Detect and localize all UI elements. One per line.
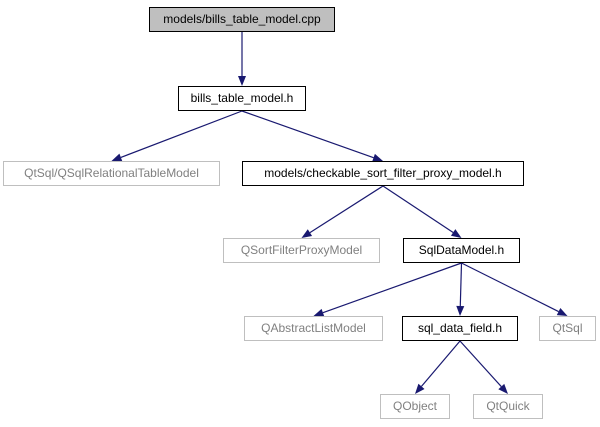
node-qsqlrelationaltablemodel[interactable]: QtSql/QSqlRelationalTableModel	[3, 161, 220, 186]
node-sql-data-field-h[interactable]: sql_data_field.h	[402, 316, 518, 341]
node-bills-table-model-h[interactable]: bills_table_model.h	[178, 86, 306, 111]
arrowhead-qabstractlistmodel	[313, 308, 325, 317]
arrowhead-qtsql	[556, 307, 568, 316]
arrowhead-qsqlrelationaltablemodel	[111, 153, 123, 162]
edge-checkable_sort_filter_proxy_model_h-to-sqldatamodel_h	[382, 185, 454, 233]
node-qabstractlistmodel[interactable]: QAbstractListModel	[244, 316, 383, 341]
node-sqldatamodel-h[interactable]: SqlDataModel.h	[403, 238, 520, 263]
arrowhead-qsortfilterproxymodel	[301, 229, 313, 238]
node-qtsql[interactable]: QtSql	[539, 316, 596, 341]
edge-sql_data_field_h-to-qtquick	[459, 340, 502, 387]
edge-checkable_sort_filter_proxy_model_h-to-qsortfilterproxymodel	[309, 185, 384, 234]
edge-sqldatamodel_h-to-qabstractlistmodel	[322, 262, 462, 314]
arrowhead-sqldatamodel_h	[450, 229, 462, 238]
node-qtquick[interactable]: QtQuick	[473, 394, 543, 419]
edge-bills_table_model_h-to-checkable_sort_filter_proxy_model_h	[241, 110, 374, 159]
arrowhead-bills_table_model_h	[238, 76, 246, 86]
arrowhead-checkable_sort_filter_proxy_model_h	[372, 153, 383, 162]
arrowhead-qtquick	[498, 383, 508, 394]
node-qobject[interactable]: QObject	[380, 394, 450, 419]
edge-sqldatamodel_h-to-sql_data_field_h	[459, 262, 463, 307]
edge-sqldatamodel_h-to-qtsql	[461, 262, 559, 313]
node-bills-table-model-cpp[interactable]: models/bills_table_model.cpp	[149, 7, 335, 32]
edge-bills_table_model_h-to-qsqlrelationaltablemodel	[120, 110, 243, 158]
edge-sql_data_field_h-to-qobject	[421, 340, 461, 387]
node-qsortfilterproxymodel[interactable]: QSortFilterProxyModel	[223, 238, 380, 263]
arrowhead-qobject	[415, 383, 425, 394]
arrowhead-sql_data_field_h	[456, 305, 465, 316]
node-checkable-sort-filter-proxy-model-h[interactable]: models/checkable_sort_filter_proxy_model…	[242, 161, 524, 186]
